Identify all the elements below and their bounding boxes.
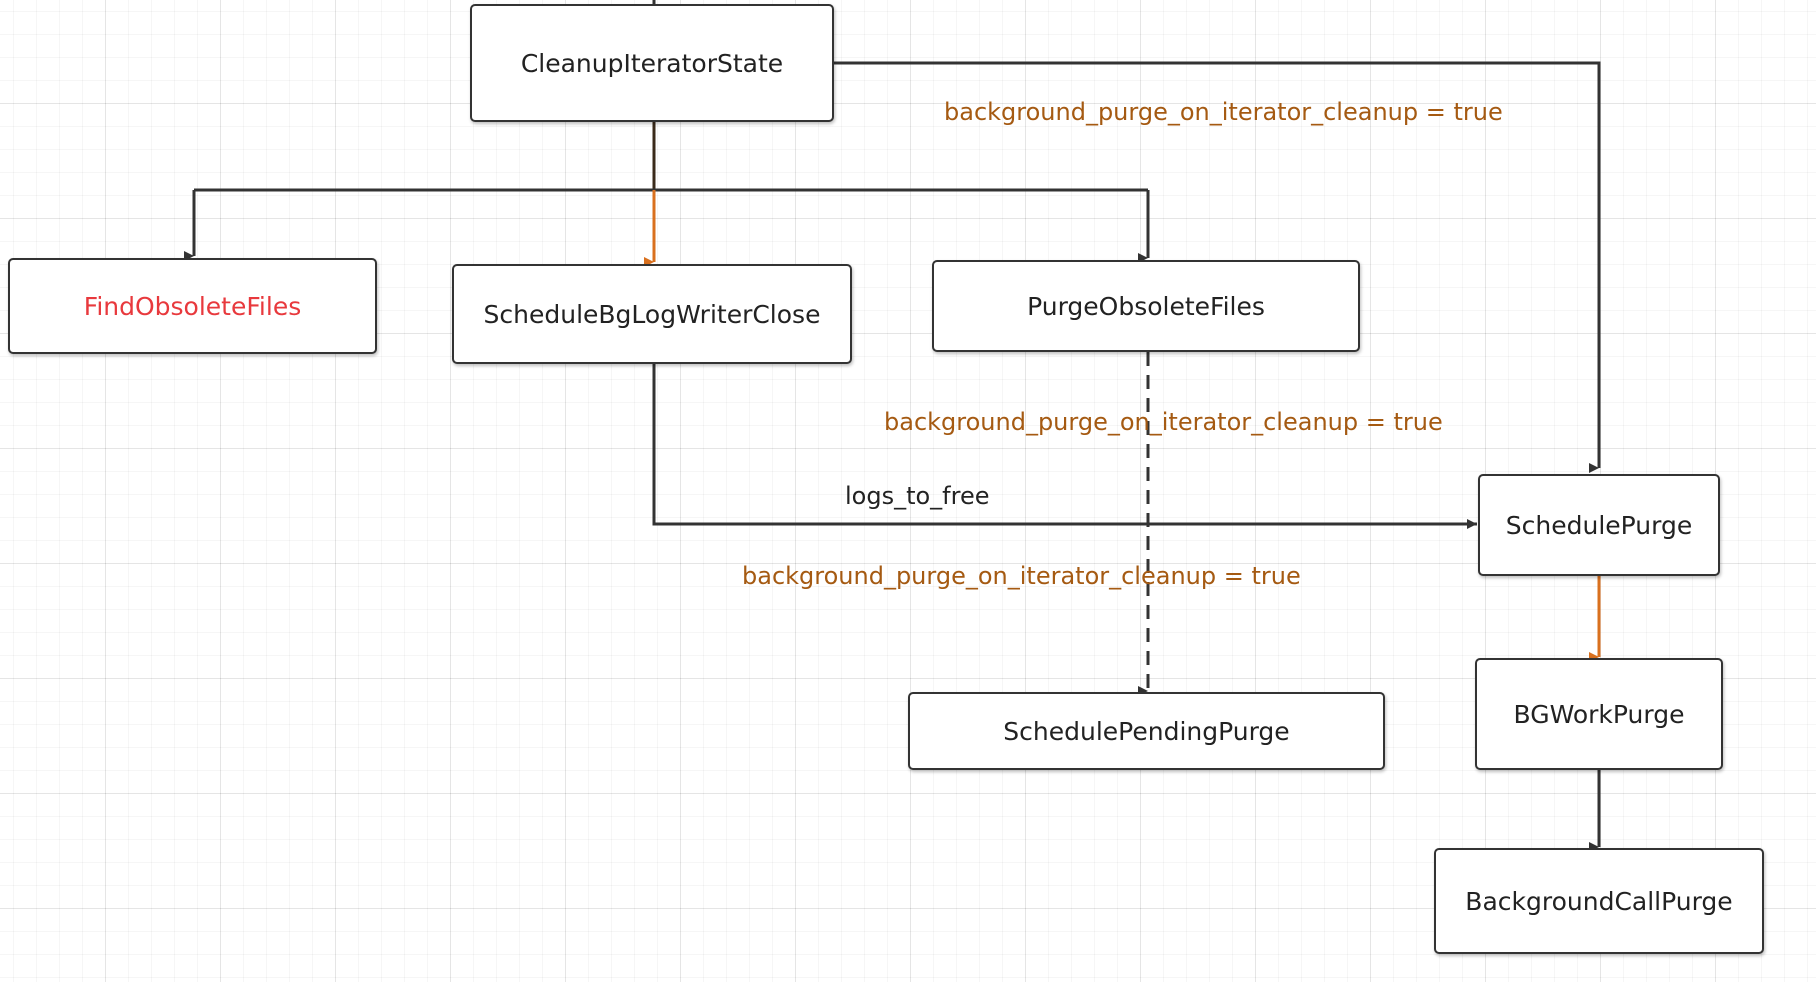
edge-cleanup-to-schedule-purge xyxy=(834,61,1601,473)
node-background-call-purge[interactable]: BackgroundCallPurge xyxy=(1434,848,1764,954)
edge-label-condition-lower: background_purge_on_iterator_cleanup = t… xyxy=(742,562,1301,590)
node-purge-obsolete-files[interactable]: PurgeObsoleteFiles xyxy=(932,260,1360,352)
node-find-obsolete-files[interactable]: FindObsoleteFiles xyxy=(8,258,377,354)
node-schedule-bg-log-writer-close[interactable]: ScheduleBgLogWriterClose xyxy=(452,264,852,364)
node-cleanup-iterator-state[interactable]: CleanupIteratorState xyxy=(470,4,834,122)
edge-label-logs-to-free: logs_to_free xyxy=(845,482,990,510)
edge-label-condition-middle: background_purge_on_iterator_cleanup = t… xyxy=(884,408,1443,436)
node-schedule-pending-purge[interactable]: SchedulePendingPurge xyxy=(908,692,1385,770)
node-bg-work-purge[interactable]: BGWorkPurge xyxy=(1475,658,1723,770)
edge-log-writer-close-to-schedule-purge xyxy=(652,364,1477,529)
edge-label-condition-top: background_purge_on_iterator_cleanup = t… xyxy=(944,98,1503,126)
node-schedule-purge[interactable]: SchedulePurge xyxy=(1478,474,1720,576)
